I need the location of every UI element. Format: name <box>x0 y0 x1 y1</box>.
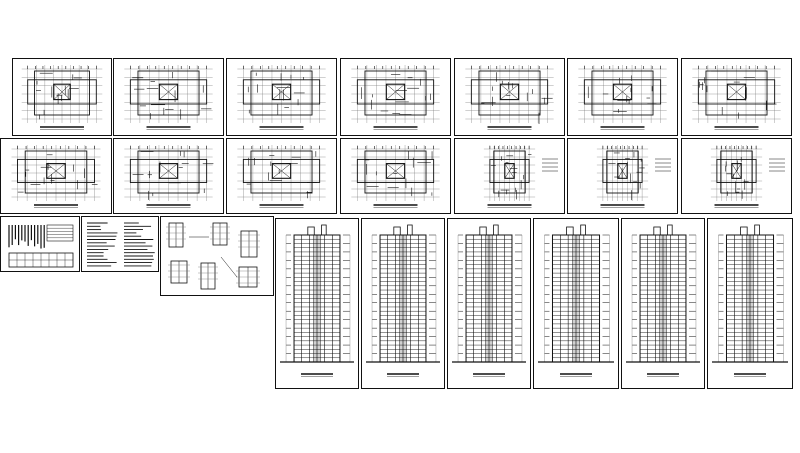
linework <box>578 65 667 130</box>
floor-plan-sheet-8 <box>0 138 112 214</box>
linework <box>166 222 260 290</box>
floor-plan-sheet-13 <box>567 138 678 214</box>
schedule-sheet <box>0 216 80 272</box>
elevation-sheet-5 <box>621 218 705 389</box>
floor-plan-sheet-12 <box>454 138 565 214</box>
linework <box>124 145 214 208</box>
linework <box>483 145 558 208</box>
linework <box>351 65 440 130</box>
elevation-sheet-2 <box>361 218 445 389</box>
floor-plan-sheet-6 <box>567 58 678 136</box>
elevation-sheet-1 <box>275 218 359 389</box>
notes-sheet <box>81 216 159 272</box>
floor-plan-sheet-9 <box>113 138 224 214</box>
elevation-sheet-6 <box>707 218 793 389</box>
linework <box>596 145 671 208</box>
linework <box>237 145 326 208</box>
linework <box>21 65 103 130</box>
linework <box>538 224 614 377</box>
linework <box>366 224 440 377</box>
elevation-sheet-3 <box>447 218 531 389</box>
linework <box>465 65 554 130</box>
floor-plan-sheet-10 <box>226 138 337 214</box>
floor-plan-sheet-7 <box>681 58 792 136</box>
linework <box>351 145 440 208</box>
floor-plan-sheet-5 <box>454 58 565 136</box>
linework <box>626 224 700 377</box>
linework <box>280 224 354 377</box>
linework <box>710 145 785 208</box>
floor-plan-sheet-3 <box>226 58 337 136</box>
floor-plan-sheet-2 <box>113 58 224 136</box>
linework <box>452 224 526 377</box>
details-sheet <box>160 216 274 296</box>
linework <box>124 65 213 130</box>
linework <box>87 222 155 267</box>
floor-plan-sheet-1 <box>12 58 112 136</box>
linework <box>712 224 788 377</box>
linework <box>692 65 781 130</box>
linework <box>11 145 101 208</box>
linework <box>8 224 74 268</box>
floor-plan-sheet-4 <box>340 58 451 136</box>
floor-plan-sheet-14 <box>681 138 792 214</box>
floor-plan-sheet-11 <box>340 138 451 214</box>
elevation-sheet-4 <box>533 218 619 389</box>
linework <box>237 65 326 130</box>
